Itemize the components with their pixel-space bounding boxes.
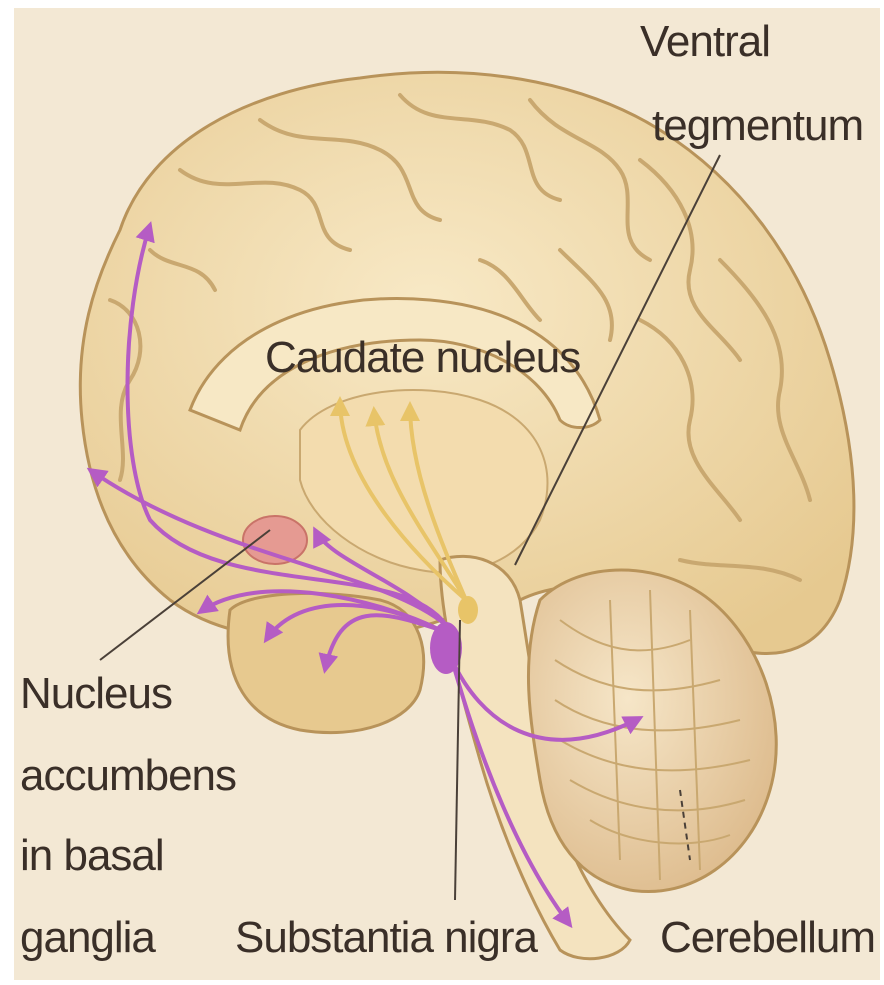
substantia-nigra-dot — [458, 596, 478, 624]
label-nucleus-accumbens-line3: in basal — [20, 831, 164, 880]
label-ventral-tegmentum-line1: Ventral — [640, 17, 770, 66]
label-nucleus-accumbens-line4: ganglia — [20, 913, 156, 962]
label-nucleus-accumbens-line2: accumbens — [20, 751, 236, 800]
label-nucleus-accumbens-line1: Nucleus — [20, 669, 172, 718]
label-substantia-nigra: Substantia nigra — [235, 913, 539, 962]
label-caudate-nucleus: Caudate nucleus — [265, 333, 580, 382]
label-ventral-tegmentum-line2: tegmentum — [652, 101, 863, 150]
label-cerebellum: Cerebellum — [660, 913, 875, 962]
